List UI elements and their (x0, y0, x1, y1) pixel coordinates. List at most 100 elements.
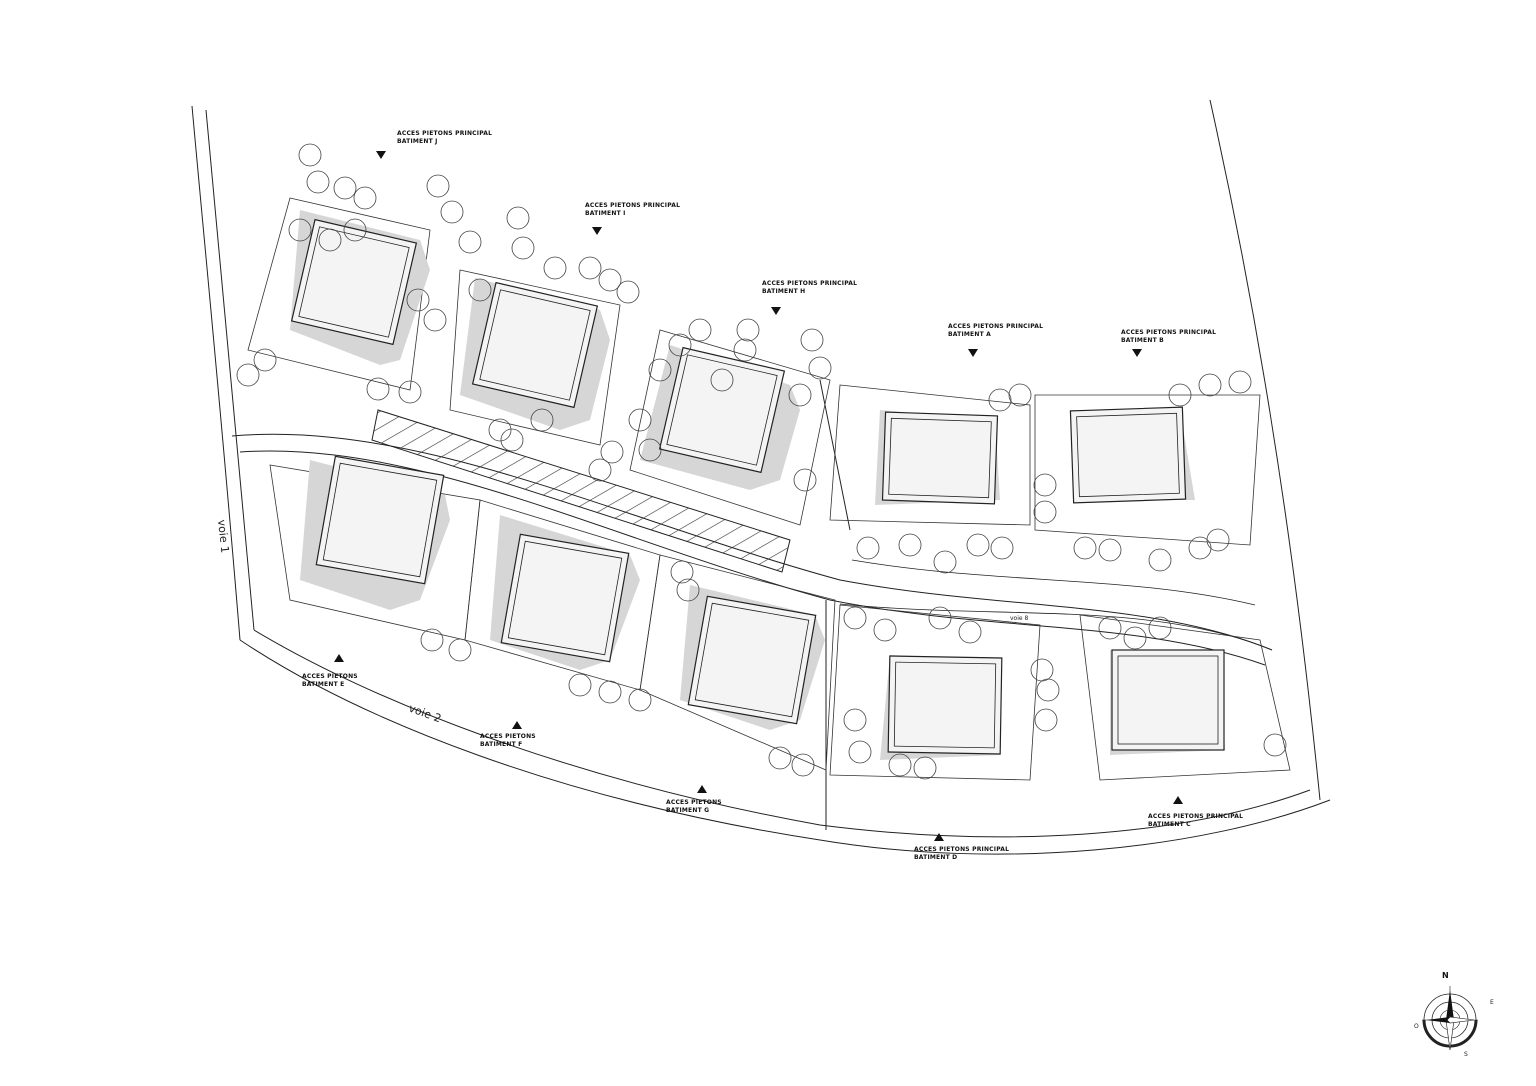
tree (990, 536, 1014, 560)
tree (253, 348, 277, 372)
tree (600, 440, 624, 464)
tree (843, 708, 867, 732)
tree (1148, 548, 1172, 572)
label-access-J-1: ACCES PIETONS PRINCIPAL (397, 130, 492, 137)
label-access-I-2: BATIMENT I (585, 210, 626, 217)
compass-s: S (1464, 1051, 1468, 1058)
tree (588, 458, 612, 482)
tree (988, 388, 1012, 412)
tree (648, 358, 672, 382)
buildings (290, 218, 1225, 755)
tree (791, 753, 815, 777)
tree (856, 536, 880, 560)
tree (353, 186, 377, 210)
tree (366, 377, 390, 401)
label-access-E-2: BATIMENT E (302, 681, 344, 688)
label-access-J-2: BATIMENT J (397, 138, 438, 145)
tree (506, 206, 530, 230)
building-D (887, 655, 1003, 755)
tree (1033, 500, 1057, 524)
tree (966, 533, 990, 557)
label-access-G-1: ACCES PIETONS (666, 799, 722, 806)
tree (598, 680, 622, 704)
tree (530, 408, 554, 432)
building-J (290, 218, 418, 346)
tree (306, 170, 330, 194)
tree (426, 174, 450, 198)
tree (298, 143, 322, 167)
road-label-voie8: voie 8 (1010, 615, 1028, 622)
compass-o: O (1414, 1023, 1419, 1030)
tree (873, 618, 897, 642)
tree (448, 638, 472, 662)
building-E (315, 455, 445, 585)
label-access-B-2: BATIMENT B (1121, 337, 1164, 344)
compass-e: E (1490, 999, 1494, 1006)
tree (511, 236, 535, 260)
tree (1030, 658, 1054, 682)
tree (888, 753, 912, 777)
label-access-H-2: BATIMENT H (762, 288, 805, 295)
tree (420, 628, 444, 652)
tree (578, 256, 602, 280)
label-access-B-1: ACCES PIETONS PRINCIPAL (1121, 329, 1216, 336)
tree (628, 688, 652, 712)
tree (406, 288, 430, 312)
label-access-D-2: BATIMENT D (914, 854, 957, 861)
tree (1073, 536, 1097, 560)
tree (568, 673, 592, 697)
building-G (687, 595, 817, 725)
tree (616, 280, 640, 304)
tree (958, 620, 982, 644)
road-label-voie2: voie 2 (407, 702, 443, 726)
tree (318, 228, 342, 252)
tree (398, 380, 422, 404)
tree (768, 746, 792, 770)
tree (710, 368, 734, 392)
tree (670, 560, 694, 584)
tree (1168, 383, 1192, 407)
tree (1033, 473, 1057, 497)
label-access-E-1: ACCES PIETONS (302, 673, 358, 680)
label-access-A-1: ACCES PIETONS PRINCIPAL (948, 323, 1043, 330)
tree (1008, 383, 1032, 407)
tree (1123, 626, 1147, 650)
tree (676, 578, 700, 602)
tree (1188, 536, 1212, 560)
compass-rose: N E S O (1414, 971, 1494, 1058)
tree (440, 200, 464, 224)
label-access-F-2: BATIMENT F (480, 741, 522, 748)
tree (1036, 678, 1060, 702)
tree (288, 218, 312, 242)
tree (1263, 733, 1287, 757)
tree (333, 176, 357, 200)
tree (1228, 370, 1252, 394)
label-access-A-2: BATIMENT A (948, 331, 991, 338)
trees (236, 143, 1287, 780)
building-A (881, 411, 999, 505)
tree (500, 428, 524, 452)
tree (1148, 616, 1172, 640)
tree (933, 550, 957, 574)
label-access-I-1: ACCES PIETONS PRINCIPAL (585, 202, 680, 209)
label-access-H-1: ACCES PIETONS PRINCIPAL (762, 280, 857, 287)
tree (793, 468, 817, 492)
tree (848, 740, 872, 764)
tree (913, 756, 937, 780)
tree (808, 356, 832, 380)
tree (736, 318, 760, 342)
road-label-voie1: voie 1 (215, 519, 231, 554)
tree (1098, 616, 1122, 640)
tree (488, 418, 512, 442)
tree (1206, 528, 1230, 552)
building-C (1111, 649, 1225, 751)
tree (688, 318, 712, 342)
tree (1034, 708, 1058, 732)
tree (733, 338, 757, 362)
label-access-F-1: ACCES PIETONS (480, 733, 536, 740)
access-arrows (334, 151, 1183, 841)
building-H (658, 346, 786, 474)
tree (800, 328, 824, 352)
label-access-C-2: BATIMENT C (1148, 821, 1191, 828)
